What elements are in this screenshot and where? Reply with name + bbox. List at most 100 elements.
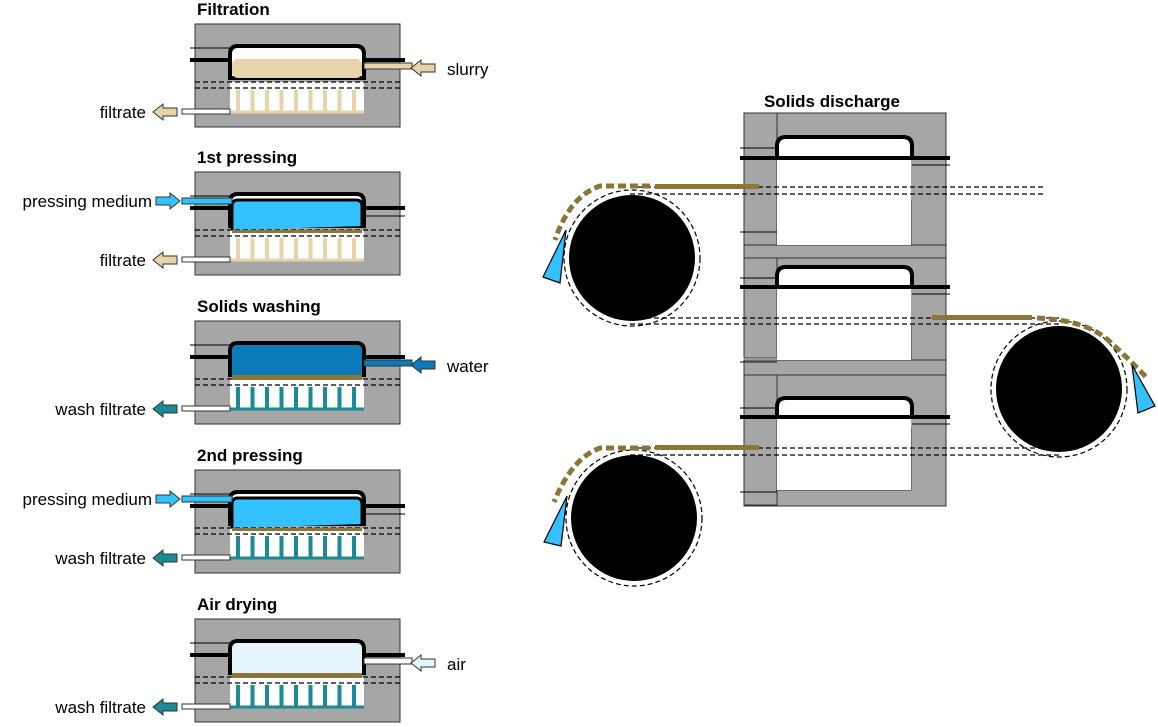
drainage-rib [323,536,327,558]
drainage-rib [250,238,255,260]
inlet-pipe [181,495,233,503]
inlet-arrow [410,58,436,78]
drainage-rib [279,90,284,112]
drainage-rib [352,387,356,409]
drainage-rib [308,536,313,558]
inlet-arrow [410,653,436,673]
drainage-rib [250,90,255,112]
drainage-rib [279,387,284,409]
drainage-rib [308,90,313,112]
drainage-rib [279,685,284,707]
inlet-pipe [363,657,413,665]
air-fill [232,643,362,673]
drainage-rib [337,238,342,260]
drainage-rib [250,685,255,707]
outlet-arrow [152,250,178,270]
drainage-rib [323,387,327,409]
stage-2: 1st pressing filtrate pressing medium [23,148,405,276]
drainage-rib [265,685,269,707]
inlet-pipe [363,359,413,367]
stage-5: Air drying wash filtrate air [54,595,466,723]
drainage-rib [279,238,284,260]
drainage-rib [337,536,342,558]
stage-3: Solids washing wash filtrate water [54,297,489,425]
stage-title: 2nd pressing [197,446,303,465]
cake-scrapers [542,229,1156,547]
outlet-arrow [152,399,178,419]
drainage-rib [294,90,298,112]
roller-top-left [563,189,701,327]
discharge-chambers [775,135,914,490]
drainage-rib [236,387,240,409]
drainage-rib [308,685,313,707]
inlet-label: water [446,357,489,376]
roller-bottom-left [565,449,703,587]
inlet-pipe [181,197,233,205]
drainage-rib [308,387,313,409]
drainage-rib [294,387,298,409]
drainage-rib [265,536,269,558]
drainage-rib [352,536,356,558]
drainage-rib [352,90,356,112]
outlet-arrow [152,697,178,717]
drainage-rib [236,238,240,260]
drainage-rib [323,238,327,260]
pressing-fill [230,198,364,230]
filter-cloths [630,186,1060,456]
water-fill [232,345,362,375]
stage-title: Solids washing [197,297,321,316]
inlet-label: pressing medium [23,192,152,211]
inlet-arrow [410,355,436,375]
drainage-rib [352,238,356,260]
discharge-rollers [563,189,1128,587]
filter-cake [232,673,362,678]
stage-title: Air drying [197,595,277,614]
drainage-rib [352,685,356,707]
drainage-rib [323,90,327,112]
inlet-label: slurry [447,60,489,79]
inlet-arrow [155,191,181,211]
outlet-pipe [181,108,231,115]
filter-cake [232,528,362,531]
inlet-arrow [155,489,181,509]
inlet-label: air [447,655,466,674]
outlet-pipe [181,703,231,710]
outlet-pipe [181,405,231,412]
drainage-rib [337,685,342,707]
outlet-arrow [152,548,178,568]
stage-title: 1st pressing [197,148,297,167]
pressing-fill [230,496,364,528]
outlet-pipe [181,554,231,561]
solids-discharge-title: Solids discharge [764,92,900,111]
drainage-rib [236,536,240,558]
outlet-label: filtrate [100,251,146,270]
solids-discharge: Solids discharge [542,92,1156,587]
inlet-pipe [363,62,413,70]
filter-cake [232,230,362,233]
outlet-pipe [181,256,231,263]
drainage-rib [265,90,269,112]
drainage-rib [236,685,240,707]
drainage-rib [250,387,255,409]
inlet-label: pressing medium [23,490,152,509]
drainage-rib [279,536,284,558]
outlet-arrow [152,102,178,122]
stage-title: Filtration [197,0,270,19]
filter-cake [232,375,362,380]
drainage-rib [236,90,240,112]
filter-cake-discharge [551,183,1149,503]
drainage-rib [337,387,342,409]
outlet-label: wash filtrate [54,400,146,419]
drainage-rib [308,238,313,260]
drainage-rib [294,536,298,558]
drainage-rib [250,536,255,558]
drainage-rib [265,238,269,260]
slurry-fill [232,59,362,78]
drainage-rib [294,238,298,260]
discharge-membranes [740,147,950,493]
outlet-label: wash filtrate [54,698,146,717]
